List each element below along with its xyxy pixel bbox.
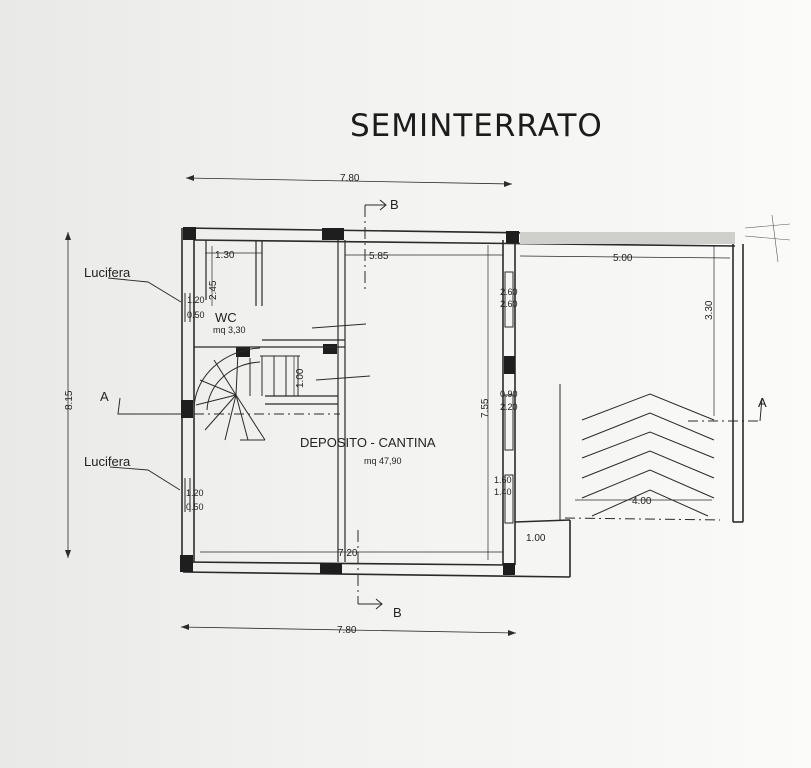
dim-deposit-width: 5.85 (369, 251, 389, 262)
window-right-lower-bottom: 1.40 (494, 487, 512, 497)
room-deposit-area: mq 47,90 (364, 456, 402, 466)
dimension-top-overall (185, 175, 513, 187)
dim-left-overall: 8.15 (64, 390, 75, 410)
window-right-lower-top: 1.60 (494, 475, 512, 485)
window-left-lower-bottom: 0.50 (186, 502, 204, 512)
dim-stair-landing: 1.00 (295, 368, 306, 388)
room-wc-name: WC (215, 310, 237, 325)
outer-walls (181, 227, 744, 578)
dim-wc-width: 1.30 (215, 250, 235, 261)
dim-inner-bottom: 7.20 (338, 548, 358, 559)
lucifera-leaders (107, 277, 182, 491)
right-windows (504, 271, 514, 524)
edge-marks (744, 214, 791, 263)
window-right-middle-bottom: 2.20 (500, 402, 518, 412)
dim-right-area-width: 5.00 (613, 253, 633, 264)
structural-columns (180, 227, 519, 575)
room-wc-area: mq 3,30 (213, 325, 246, 335)
window-left-upper-top: 1.20 (187, 295, 205, 305)
dimension-left-overall (65, 232, 71, 558)
dim-right-area-depth: 3.30 (704, 300, 715, 320)
dim-top-overall: 7.80 (340, 173, 360, 184)
wc-walls (194, 240, 345, 348)
lucifera-label-top: Lucifera (84, 265, 131, 280)
left-windows (184, 293, 191, 512)
room-deposit-name: DEPOSITO - CANTINA (300, 435, 436, 450)
dim-bottom-overall: 7.80 (337, 625, 357, 636)
wall-hatch (520, 232, 735, 244)
dim-ramp-step: 1.00 (526, 533, 546, 544)
section-b-top-label: B (390, 197, 399, 212)
dim-ramp-width: 4.00 (632, 496, 652, 507)
section-a-left-label: A (100, 389, 109, 404)
window-left-lower-top: 1.20 (186, 488, 204, 498)
dim-deposit-height: 7.55 (480, 398, 491, 418)
window-right-middle-top: 0.90 (500, 389, 518, 399)
section-b-bottom-label: B (393, 605, 402, 620)
window-right-upper-bottom: 2.60 (500, 299, 518, 309)
inner-dimensions (200, 245, 731, 560)
section-a-right-label: A (758, 395, 767, 410)
stair-partition (265, 240, 346, 562)
plan-title: SEMINTERRATO (350, 108, 603, 144)
section-line-a (117, 397, 763, 422)
window-right-upper-top: 2.60 (500, 287, 518, 297)
ramp-chevrons (559, 384, 721, 521)
deposito-marks (311, 323, 371, 381)
dimension-bottom-overall (180, 624, 517, 636)
dim-wc-height: 2.45 (208, 280, 219, 300)
lucifera-label-bottom: Lucifera (84, 454, 131, 469)
spiral-staircase (193, 347, 300, 441)
window-left-upper-bottom: 0.50 (187, 310, 205, 320)
section-line-b (357, 199, 387, 610)
